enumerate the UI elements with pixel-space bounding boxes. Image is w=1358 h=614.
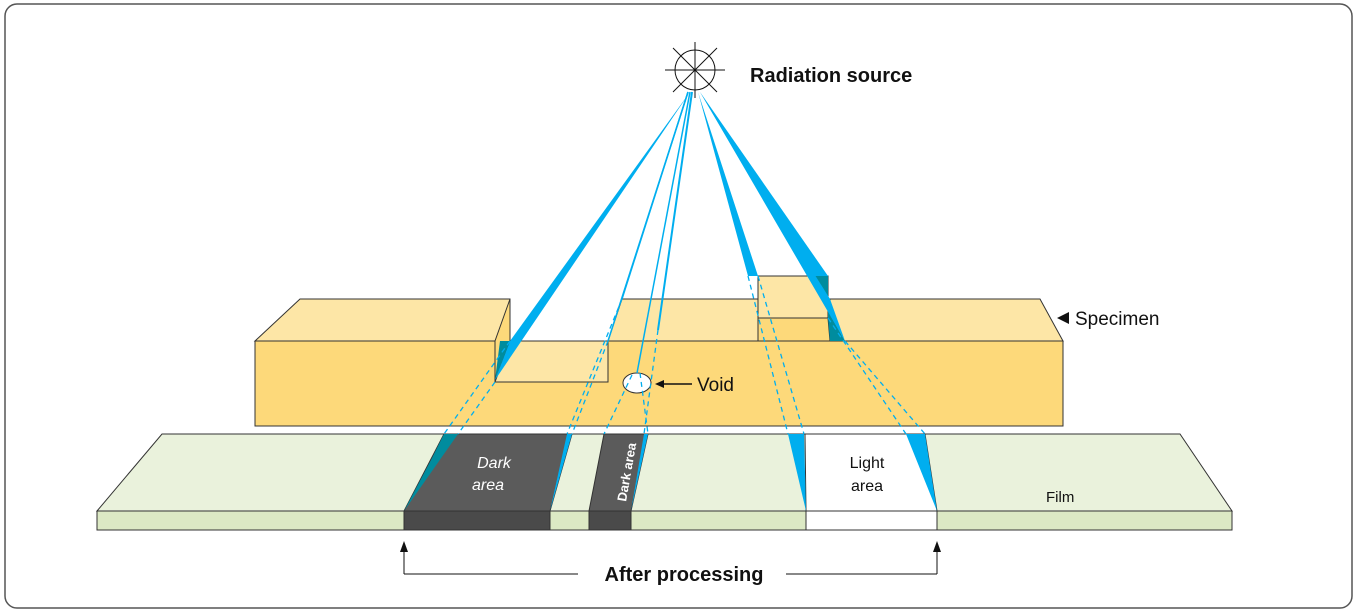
film-label: Film [1046, 489, 1074, 506]
light-area-front [805, 510, 938, 531]
film [95, 433, 1233, 531]
beam-footprint-2 [550, 434, 572, 511]
radiation-source-label: Radiation source [750, 65, 912, 87]
after-processing-bracket [403, 548, 938, 575]
light-area-label-line1: Light [850, 455, 885, 472]
beam-footprint-4 [788, 434, 806, 511]
ray-3 [636, 91, 691, 374]
dark-area-1-front [403, 510, 551, 531]
beam-left [495, 92, 690, 380]
after-processing-label: After processing [605, 564, 764, 586]
light-area-label-line2: area [851, 478, 883, 495]
beam-footprint-3 [631, 434, 648, 511]
beam-right-1 [698, 92, 758, 276]
ray-2 [621, 91, 689, 300]
specimen-label: Specimen [1075, 309, 1160, 330]
beam-footprint-5 [906, 434, 937, 511]
specimen-right-top [829, 298, 1064, 342]
specimen-middle-top [607, 298, 759, 342]
void [622, 372, 652, 394]
dark-area-1-label-line1: Dark [477, 455, 512, 472]
specimen-left-top [253, 298, 511, 342]
void-label: Void [697, 375, 734, 396]
beam-footprint-1 [404, 434, 458, 511]
radiation-beams [443, 91, 926, 435]
ray-4 [657, 91, 693, 331]
film-front-edge [96, 510, 1233, 531]
specimen-arrow-icon [1057, 312, 1069, 324]
after-processing-arrow-right-icon [933, 541, 941, 552]
specimen [253, 275, 1064, 427]
dark-area-2-front [588, 510, 632, 531]
dark-area-1-label-line2: area [472, 477, 504, 494]
beam-right-3 [700, 92, 845, 341]
after-processing-arrow-left-icon [400, 541, 408, 552]
specimen-step-front [757, 317, 831, 342]
radiation-source-icon [665, 42, 725, 98]
beam-right-2 [700, 92, 828, 276]
